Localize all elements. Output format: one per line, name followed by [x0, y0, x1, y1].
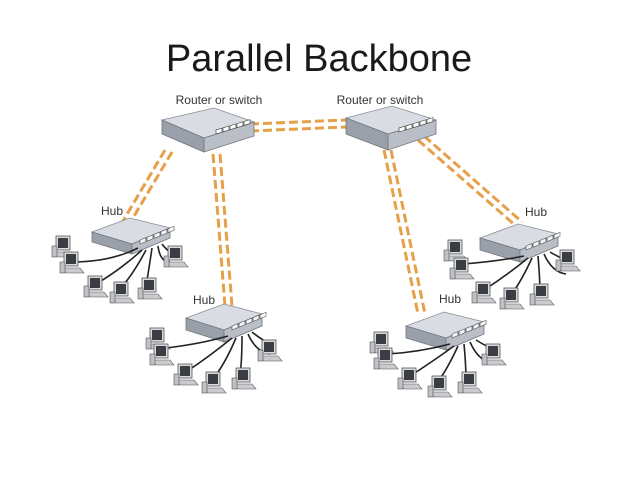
computer-icon: [257, 339, 283, 362]
hub-left: [90, 217, 175, 255]
router-left: [160, 107, 256, 153]
router-right: [344, 105, 438, 151]
computer-icon: [499, 287, 525, 310]
hub-left-label: Hub: [101, 204, 123, 218]
computer-icon: [529, 283, 555, 306]
computer-icon: [449, 257, 475, 280]
computer-icon: [373, 347, 399, 370]
computer-icon: [201, 371, 227, 394]
hub-bottom-left: [184, 303, 267, 343]
router-left-label: Router or switch: [176, 93, 263, 107]
hub-right: [478, 223, 561, 263]
backbone-links: [118, 118, 523, 315]
computer-icon: [109, 281, 135, 304]
computer-icon: [555, 249, 581, 272]
computer-icon: [457, 371, 483, 394]
hub-bottom-left-label: Hub: [193, 293, 215, 307]
hub-bottom-right-label: Hub: [439, 292, 461, 306]
page-title: Parallel Backbone: [165, 38, 473, 80]
computer-icon: [231, 367, 257, 390]
hub-right-label: Hub: [525, 205, 547, 219]
hub-bottom-right: [404, 311, 487, 351]
router-right-label: Router or switch: [337, 93, 424, 107]
computer-icon: [481, 343, 507, 366]
computer-icon: [137, 277, 163, 300]
computer-icon: [427, 375, 453, 398]
computer-icon: [163, 245, 189, 268]
